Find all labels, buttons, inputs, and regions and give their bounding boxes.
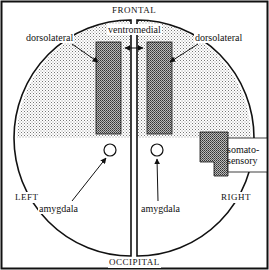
region-label: FRONTAL [111, 5, 157, 16]
callout-label: amygdala [140, 203, 181, 214]
region-label: OCCIPITAL [108, 257, 161, 268]
side-label: LEFT [14, 192, 40, 203]
callout-label: dorsolateral [194, 32, 243, 43]
callout-label: somato- sensory [226, 144, 266, 166]
callout-label: ventromedial [107, 24, 162, 35]
callout-label: dorsolateral [25, 32, 74, 43]
callout-label: amygdala [38, 203, 79, 214]
side-label: RIGHT [220, 192, 252, 203]
